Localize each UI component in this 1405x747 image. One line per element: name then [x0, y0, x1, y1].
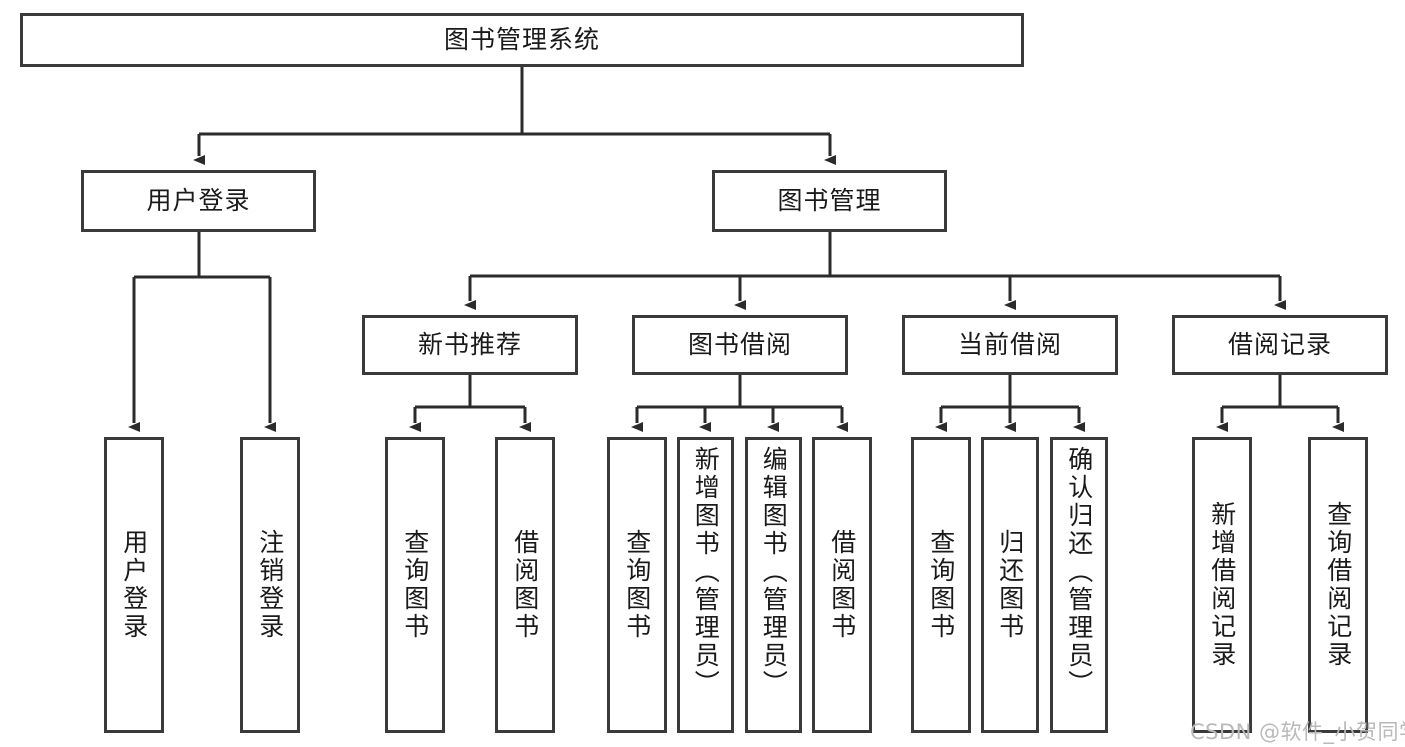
leaf-borrow-borrow-book-label: 借阅图书	[827, 529, 857, 641]
leaf-borrow-query-book-label: 查询图书	[622, 529, 652, 641]
node-book-borrow-label: 图书借阅	[687, 329, 792, 359]
leaf-current-query-book[interactable]: 查询图书	[911, 437, 971, 733]
node-current-borrow-label: 当前借阅	[957, 329, 1062, 359]
node-user-login-label: 用户登录	[146, 185, 251, 215]
leaf-user-login-logout[interactable]: 注销登录	[240, 437, 300, 733]
leaf-borrow-borrow-book[interactable]: 借阅图书	[812, 437, 872, 733]
node-current-borrow[interactable]: 当前借阅	[902, 315, 1118, 375]
leaf-record-add-record[interactable]: 新增借阅记录	[1192, 437, 1252, 733]
watermark-text: CSDN @软件_小贺同学	[1190, 720, 1405, 744]
leaf-current-query-book-label: 查询图书	[926, 529, 956, 641]
leaf-record-query-record-label: 查询借阅记录	[1323, 501, 1353, 669]
leaf-borrow-add-book-admin[interactable]: 新增图书（管理员）	[677, 437, 734, 733]
node-new-book-recommend[interactable]: 新书推荐	[362, 315, 578, 375]
leaf-recommend-borrow-book-label: 借阅图书	[510, 529, 540, 641]
leaf-borrow-edit-book-admin-label: 编辑图书（管理员）	[759, 446, 789, 698]
leaf-current-confirm-return-admin[interactable]: 确认归还（管理员）	[1050, 437, 1108, 733]
leaf-record-query-record[interactable]: 查询借阅记录	[1308, 437, 1368, 733]
node-book-management[interactable]: 图书管理	[712, 170, 947, 232]
node-root[interactable]: 图书管理系统	[20, 13, 1024, 67]
leaf-borrow-query-book[interactable]: 查询图书	[607, 437, 667, 733]
leaf-user-login-login[interactable]: 用户登录	[104, 437, 164, 733]
leaf-user-login-login-label: 用户登录	[119, 529, 149, 641]
leaf-user-login-logout-label: 注销登录	[255, 529, 285, 641]
node-borrow-record-label: 借阅记录	[1227, 329, 1332, 359]
leaf-record-add-record-label: 新增借阅记录	[1207, 501, 1237, 669]
node-book-borrow[interactable]: 图书借阅	[632, 315, 848, 375]
leaf-current-return-book-label: 归还图书	[995, 529, 1025, 641]
leaf-borrow-edit-book-admin[interactable]: 编辑图书（管理员）	[745, 437, 802, 733]
node-user-login[interactable]: 用户登录	[81, 170, 316, 232]
node-root-label: 图书管理系统	[443, 24, 600, 54]
leaf-borrow-add-book-admin-label: 新增图书（管理员）	[691, 446, 721, 698]
leaf-recommend-borrow-book[interactable]: 借阅图书	[495, 437, 555, 733]
leaf-current-confirm-return-admin-label: 确认归还（管理员）	[1064, 446, 1094, 698]
node-borrow-record[interactable]: 借阅记录	[1172, 315, 1388, 375]
node-new-book-recommend-label: 新书推荐	[417, 329, 522, 359]
leaf-recommend-query-book-label: 查询图书	[400, 529, 430, 641]
leaf-recommend-query-book[interactable]: 查询图书	[385, 437, 445, 733]
leaf-current-return-book[interactable]: 归还图书	[981, 437, 1039, 733]
node-book-management-label: 图书管理	[777, 185, 882, 215]
